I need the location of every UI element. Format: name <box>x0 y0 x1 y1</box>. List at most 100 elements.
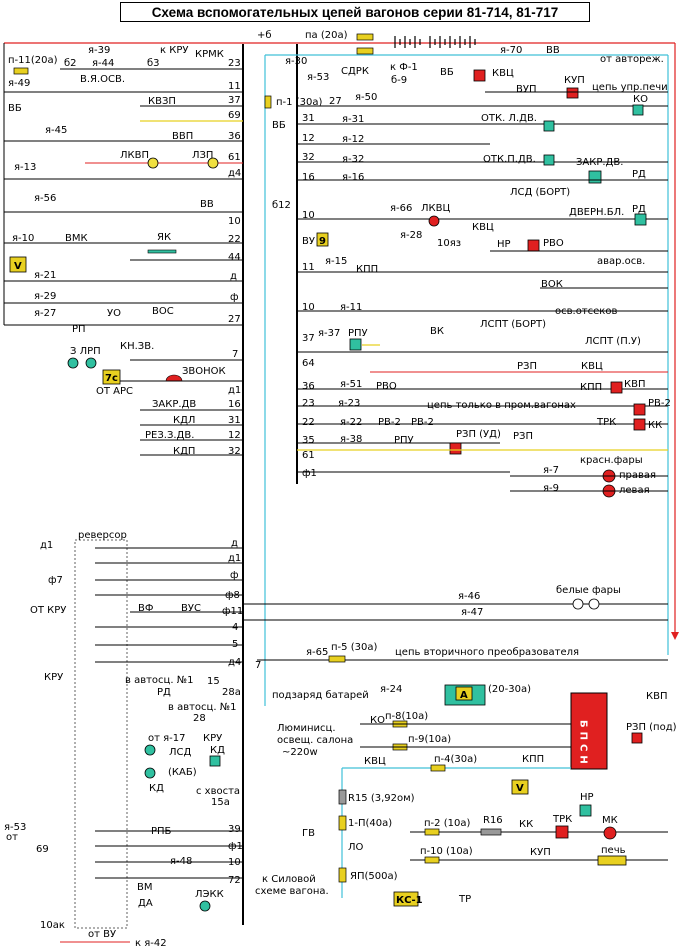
label-rev-out-f: ф <box>230 570 239 581</box>
fuse-p2 <box>424 828 440 836</box>
label-rev-rd: РД <box>157 687 171 698</box>
voltmeter-right <box>511 779 529 795</box>
label-bus-37: 37 <box>228 95 241 106</box>
label-z-lrp: З ЛРП <box>70 346 101 357</box>
relay-otk-l <box>543 120 555 132</box>
label-rev-lekk: ЛЭКК <box>195 889 224 900</box>
label-ya56: я-56 <box>34 193 56 204</box>
lamp-z <box>67 357 79 369</box>
label-rev-kd: КД <box>210 745 225 756</box>
label-rev-f1: ф1 <box>228 841 243 852</box>
label-bus-32: 32 <box>228 446 241 457</box>
label-vb-mid: ВБ <box>272 120 286 131</box>
lamp-lekk <box>199 900 211 912</box>
label-rev-ya53: я-53 <box>4 822 26 833</box>
label-to-kru: к КРУ <box>160 45 188 56</box>
label-lsd-bort: ЛСД (БОРТ) <box>510 187 570 198</box>
label-sdrk: СДРК <box>341 66 369 77</box>
relay-kvp <box>610 381 623 394</box>
label-vu: ВУ <box>302 236 315 247</box>
label-rev-ya48: я-48 <box>170 856 192 867</box>
label-rez-z-dv: РЕЗ.З.ДВ. <box>145 430 194 441</box>
label-kpp-mid: КПП <box>580 382 602 393</box>
label-ammeter: А <box>460 690 468 701</box>
label-bus-12: 12 <box>228 430 241 441</box>
fuse-p10 <box>424 856 440 864</box>
relay-rvo-top <box>527 239 540 252</box>
label-ya38: я-38 <box>340 434 362 445</box>
relay-trk <box>555 825 569 839</box>
label-rev-out-d1: д1 <box>228 553 241 564</box>
label-bus-7: 7 <box>232 349 238 360</box>
label-uo: УО <box>107 308 121 319</box>
label-ya13: я-13 <box>14 162 36 173</box>
label-tolko-v-prom: цепь только в пром.вагонах <box>427 400 576 411</box>
label-rpu-top: РПУ <box>348 328 368 339</box>
label-osv-otsekov: осв.отсеков <box>555 306 617 317</box>
label-lo: ЛО <box>348 842 364 853</box>
relay-kk <box>633 418 646 431</box>
label-kdp: КДП <box>173 446 195 457</box>
label-ya44: я-44 <box>92 58 114 69</box>
label-vtorich: цепь вторичного преобразователя <box>395 647 579 658</box>
label-kvc2: КВЦ <box>472 222 494 233</box>
label-np-top: НР <box>497 239 511 250</box>
label-rev-n15a: 15а <box>211 797 230 808</box>
label-rev-n10: 10 <box>228 857 241 868</box>
label-bus-69: 69 <box>228 110 241 121</box>
label-ya70: я-70 <box>500 45 522 56</box>
label-rzp-mid: РЗП <box>513 431 533 442</box>
label-lr-n7: 7 <box>255 660 261 671</box>
label-rev-lsd: ЛСД <box>169 747 192 758</box>
label-trk-right: ТРК <box>596 417 616 428</box>
block-9 <box>316 232 329 247</box>
label-rev-vm: ВМ <box>137 882 153 893</box>
label-n64: 64 <box>302 358 315 369</box>
label-avar-osv: авар.осв. <box>597 256 645 267</box>
label-rev-ot-ya17: от я-17 <box>148 733 185 744</box>
label-rev-f7: ф7 <box>48 575 63 586</box>
label-sheme-vagona: схеме вагона. <box>255 886 329 897</box>
label-rev-n69: 69 <box>36 844 49 855</box>
diagram-title: Схема вспомогательных цепей вагонов сери… <box>120 2 590 22</box>
label-lum3: ~220w <box>282 747 318 758</box>
label-kf1: к Ф-1 <box>390 62 418 73</box>
label-rpu-mid: РПУ <box>394 435 414 446</box>
label-rp: РП <box>72 324 86 335</box>
label-n23-right: 23 <box>302 398 315 409</box>
label-n31-right: 31 <box>302 113 315 124</box>
label-rev-n15: 15 <box>207 676 220 687</box>
label-vv-right: ВВ <box>546 45 560 56</box>
voltmeter-left <box>9 256 27 273</box>
label-rvo-mid: РВО <box>376 381 397 392</box>
label-vb-left: ВБ <box>8 103 22 114</box>
relay-kvc <box>473 69 486 82</box>
yak-contact <box>147 249 177 254</box>
label-trk-lr: ТРК <box>552 814 572 825</box>
label-range: (20-30а) <box>488 684 531 695</box>
label-vb-right: ВБ <box>440 67 454 78</box>
label-rev-n28a: 28а <box>222 687 241 698</box>
label-r15: R15 (3,92ом) <box>348 793 415 804</box>
label-kvc: КВЦ <box>492 68 514 79</box>
label-rev-out-d: д <box>231 538 238 549</box>
label-ya47: я-47 <box>461 607 483 618</box>
label-ya45: я-45 <box>45 125 67 136</box>
label-ya46: я-46 <box>458 591 480 602</box>
label-n16-right: 16 <box>302 172 315 183</box>
label-rev-kab: (КАБ) <box>168 767 197 778</box>
label-tr: ТР <box>458 894 471 905</box>
label-p8: п-8(10а) <box>385 711 428 722</box>
ground-arrow <box>671 632 679 640</box>
label-ya7: я-7 <box>543 465 559 476</box>
label-rv2: РВ-2 <box>648 398 671 409</box>
label-rev-out-f8: ф8 <box>225 590 240 601</box>
label-vmk: ВМК <box>65 233 88 244</box>
label-n22-right: 22 <box>302 417 315 428</box>
label-ya16: я-16 <box>342 172 364 183</box>
label-lspt-bort: ЛСПТ (БОРТ) <box>480 319 546 330</box>
label-b9: б-9 <box>391 75 407 86</box>
label-rzp-top: РЗП <box>517 361 537 372</box>
label-1p: 1-П(40а) <box>348 818 392 829</box>
label-kvp-lr: КВП <box>646 691 667 702</box>
